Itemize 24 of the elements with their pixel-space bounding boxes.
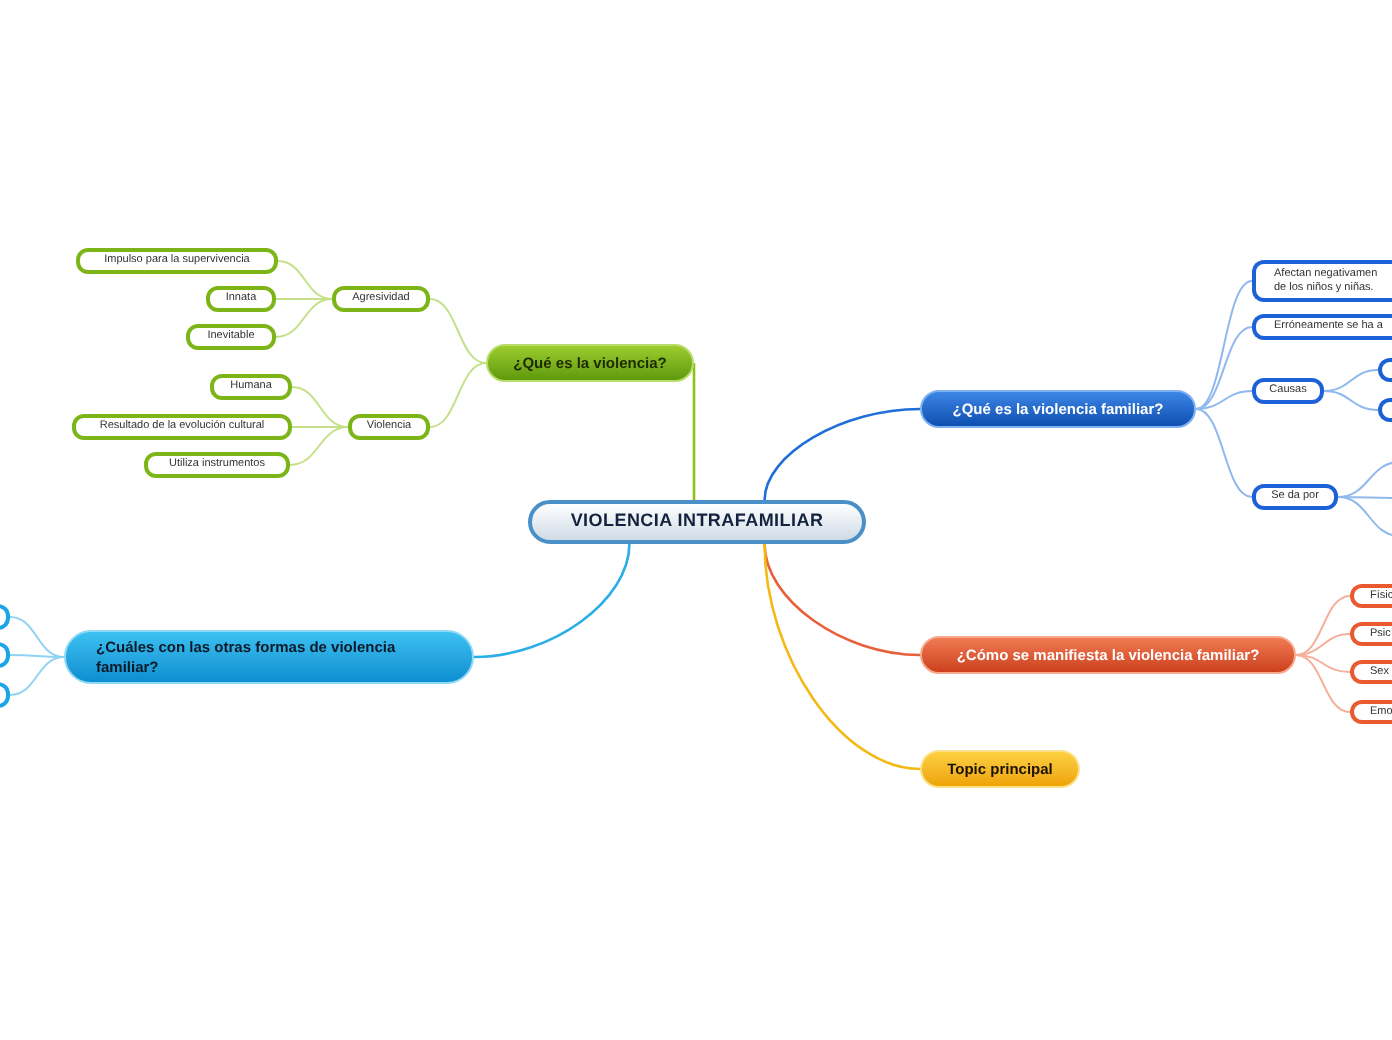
connector-line — [763, 407, 921, 501]
central-topic: VIOLENCIA INTRAFAMILIAR — [528, 500, 866, 544]
connector-line — [9, 616, 65, 658]
connector-line — [291, 386, 349, 428]
connector-line — [275, 298, 333, 338]
connector-line — [1295, 595, 1351, 656]
connector-line — [429, 298, 487, 364]
connector-line — [291, 426, 349, 428]
connector-line — [1195, 408, 1253, 498]
connector-line — [1323, 390, 1379, 411]
connector-line — [473, 543, 631, 659]
connector-line — [1295, 654, 1351, 713]
connector-line — [1195, 326, 1253, 410]
connector-line — [763, 543, 921, 771]
connector-line — [1195, 280, 1253, 410]
connector-line — [9, 656, 65, 696]
connector-line — [1195, 390, 1253, 410]
connector-line — [289, 426, 349, 466]
connector-line — [277, 260, 333, 300]
connector-line — [1295, 654, 1351, 673]
connector-line — [9, 654, 65, 658]
connector-line — [275, 298, 333, 300]
connector-line — [429, 362, 487, 428]
connector-line — [1337, 496, 1392, 537]
